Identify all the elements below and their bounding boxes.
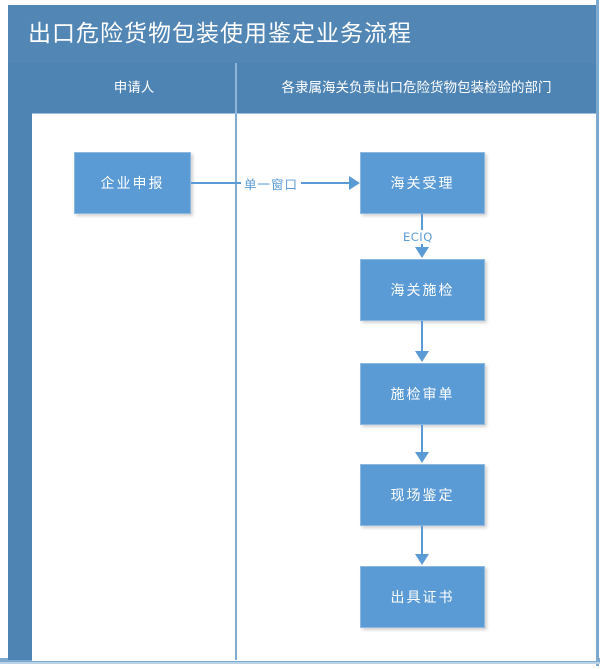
title-bar: 出口危险货物包装使用鉴定业务流程	[8, 5, 596, 63]
edge-appraisal-to-certificate-arrowhead	[415, 554, 429, 565]
frame-bottom-border-light	[0, 662, 600, 664]
edge-label-eciq: ECIQ	[400, 230, 436, 244]
edge-label-single-window: 单一窗口	[241, 174, 302, 193]
node-enterprise-declaration[interactable]: 企业申报	[74, 152, 191, 214]
node-label: 出具证书	[390, 590, 455, 606]
edge-inspection-to-docreview-arrowhead	[415, 351, 429, 362]
node-onsite-appraisal[interactable]: 现场鉴定	[360, 464, 485, 526]
node-label: 现场鉴定	[390, 488, 455, 504]
node-label: 企业申报	[100, 176, 165, 192]
column-divider-header	[235, 63, 237, 113]
node-label: 施检审单	[390, 387, 455, 403]
column-header-customs-dept: 各隶属海关负责出口危险货物包装检验的部门	[281, 79, 552, 96]
node-issue-certificate[interactable]: 出具证书	[360, 566, 485, 628]
edge-appraisal-to-certificate-line	[421, 526, 423, 555]
page-title: 出口危险货物包装使用鉴定业务流程	[28, 21, 412, 47]
edge-inspection-to-docreview-line	[421, 321, 423, 352]
node-label: 海关施检	[390, 283, 455, 299]
edge-docreview-to-appraisal-line	[421, 425, 423, 453]
column-divider-body	[235, 114, 237, 660]
column-header-applicant: 申请人	[113, 79, 155, 96]
edge-enterprise-to-acceptance-arrowhead	[349, 176, 360, 190]
node-customs-acceptance[interactable]: 海关受理	[360, 152, 485, 214]
left-accent-strip	[8, 63, 32, 660]
frame-right-border	[596, 0, 599, 666]
node-customs-inspection[interactable]: 海关施检	[360, 259, 485, 321]
node-label: 海关受理	[390, 176, 455, 192]
node-inspection-doc-review[interactable]: 施检审单	[360, 363, 485, 425]
edge-acceptance-to-inspection-arrowhead	[415, 247, 429, 258]
column-header-band	[32, 63, 596, 113]
edge-docreview-to-appraisal-arrowhead	[415, 452, 429, 463]
